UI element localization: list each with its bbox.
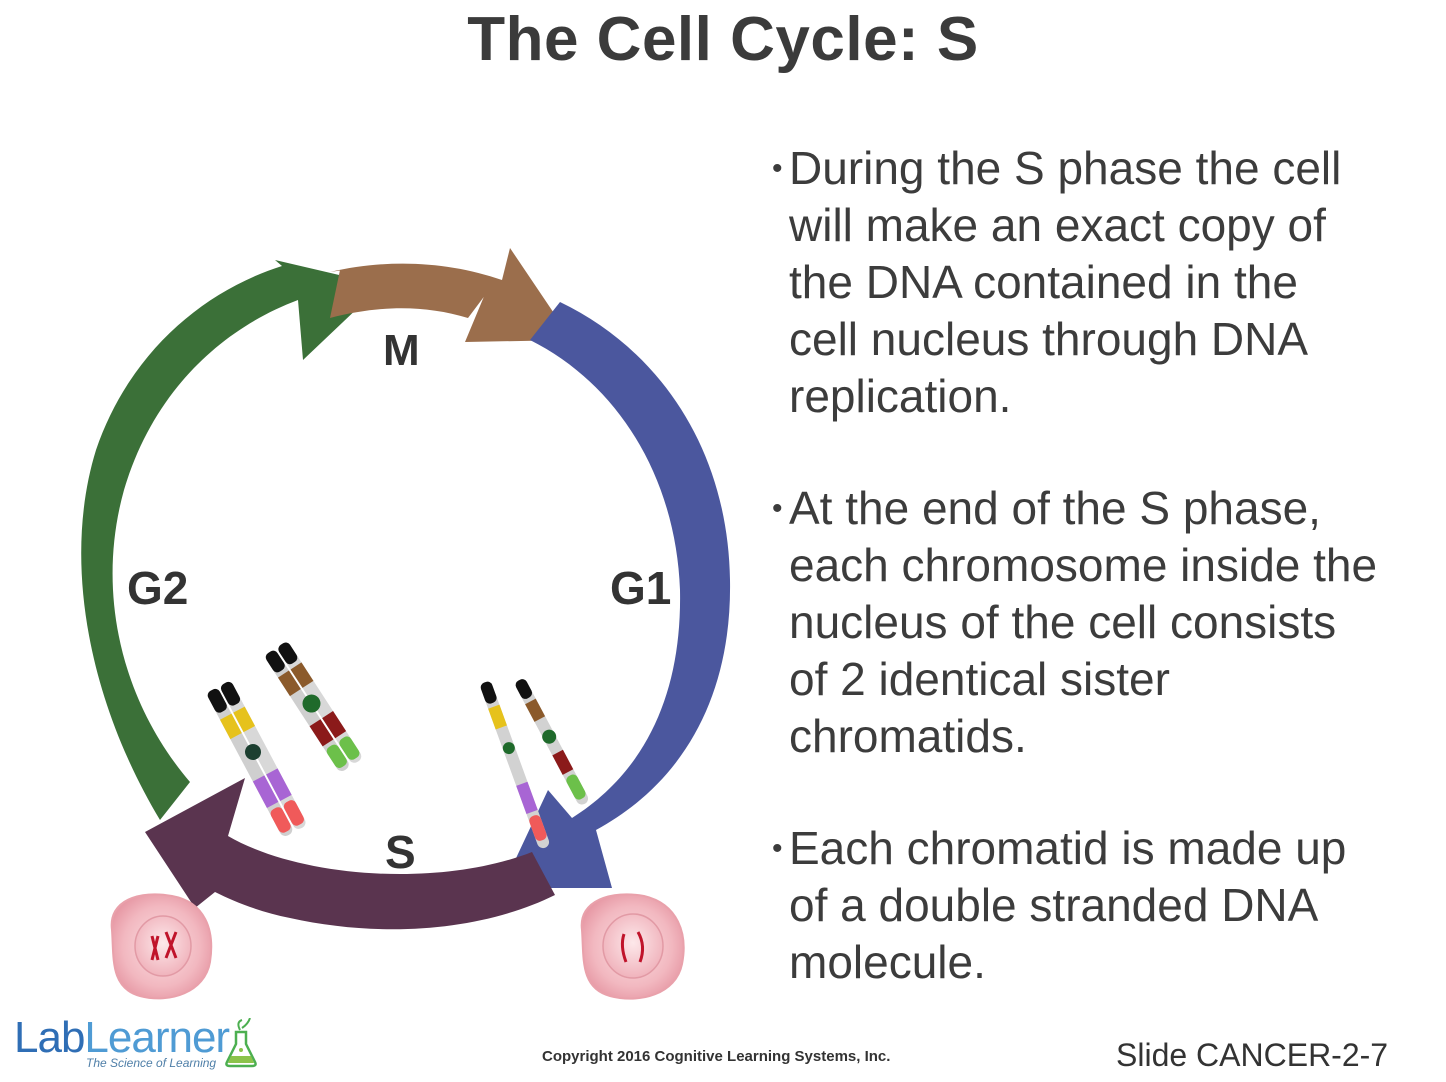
bullet-line: each chromosome inside the [789, 539, 1378, 591]
bullet-line: molecule. [789, 936, 986, 988]
m-arrow [330, 248, 572, 342]
bullet-line: the DNA contained in the [789, 256, 1298, 308]
phase-label-m: M [383, 326, 420, 375]
bullet-dot-icon: • [772, 492, 783, 525]
slide-number: Slide CANCER-2-7 [1116, 1037, 1389, 1073]
bullet-line: At the end of the S phase, [789, 482, 1321, 534]
bullet-line: of 2 identical sister [789, 653, 1170, 705]
bullet-line: chromatids. [789, 710, 1027, 762]
bullet-dot-icon: • [772, 832, 783, 865]
bullet-line: During the S phase the cell [789, 142, 1342, 194]
bullet-item: • During the S phase the cell will make … [772, 140, 1432, 425]
cell-icon [110, 893, 213, 1000]
bullet-line: will make an exact copy of [789, 199, 1326, 251]
chromosome-icon [480, 681, 550, 849]
g2-arrow [81, 260, 382, 820]
bullet-line: Each chromatid is made up [789, 822, 1347, 874]
logo-learner: Learner [84, 1013, 230, 1062]
logo-tagline: The Science of Learning [86, 1056, 217, 1070]
chromosome-icon [207, 681, 306, 836]
lablearner-logo: LabLearner The Science of Learning [14, 1013, 257, 1070]
chromosome-icon [515, 679, 589, 805]
chromosome-icon [265, 642, 362, 771]
bullet-item: • Each chromatid is made up of a double … [772, 820, 1432, 991]
phase-label-g1: G1 [610, 562, 671, 614]
phase-label-s: S [385, 826, 416, 878]
bullet-line: replication. [789, 370, 1012, 422]
phase-label-g2: G2 [127, 562, 188, 614]
bullet-dot-icon: • [772, 152, 783, 185]
cell-cycle-diagram: M G1 S G2 [81, 248, 731, 1000]
copyright-notice: Copyright 2016 Cognitive Learning System… [542, 1048, 891, 1065]
slide-title: The Cell Cycle: S [467, 5, 979, 74]
logo-lab: Lab [14, 1013, 85, 1062]
s-arrow [145, 778, 555, 930]
bullet-line: cell nucleus through DNA [789, 313, 1309, 365]
bullet-line: nucleus of the cell consists [789, 596, 1337, 648]
flask-icon [225, 1018, 257, 1068]
bullet-line: of a double stranded DNA [789, 879, 1319, 931]
g1-arrow [502, 302, 731, 888]
cell-icon [580, 893, 685, 1000]
bullet-item: • At the end of the S phase, each chromo… [772, 480, 1432, 765]
